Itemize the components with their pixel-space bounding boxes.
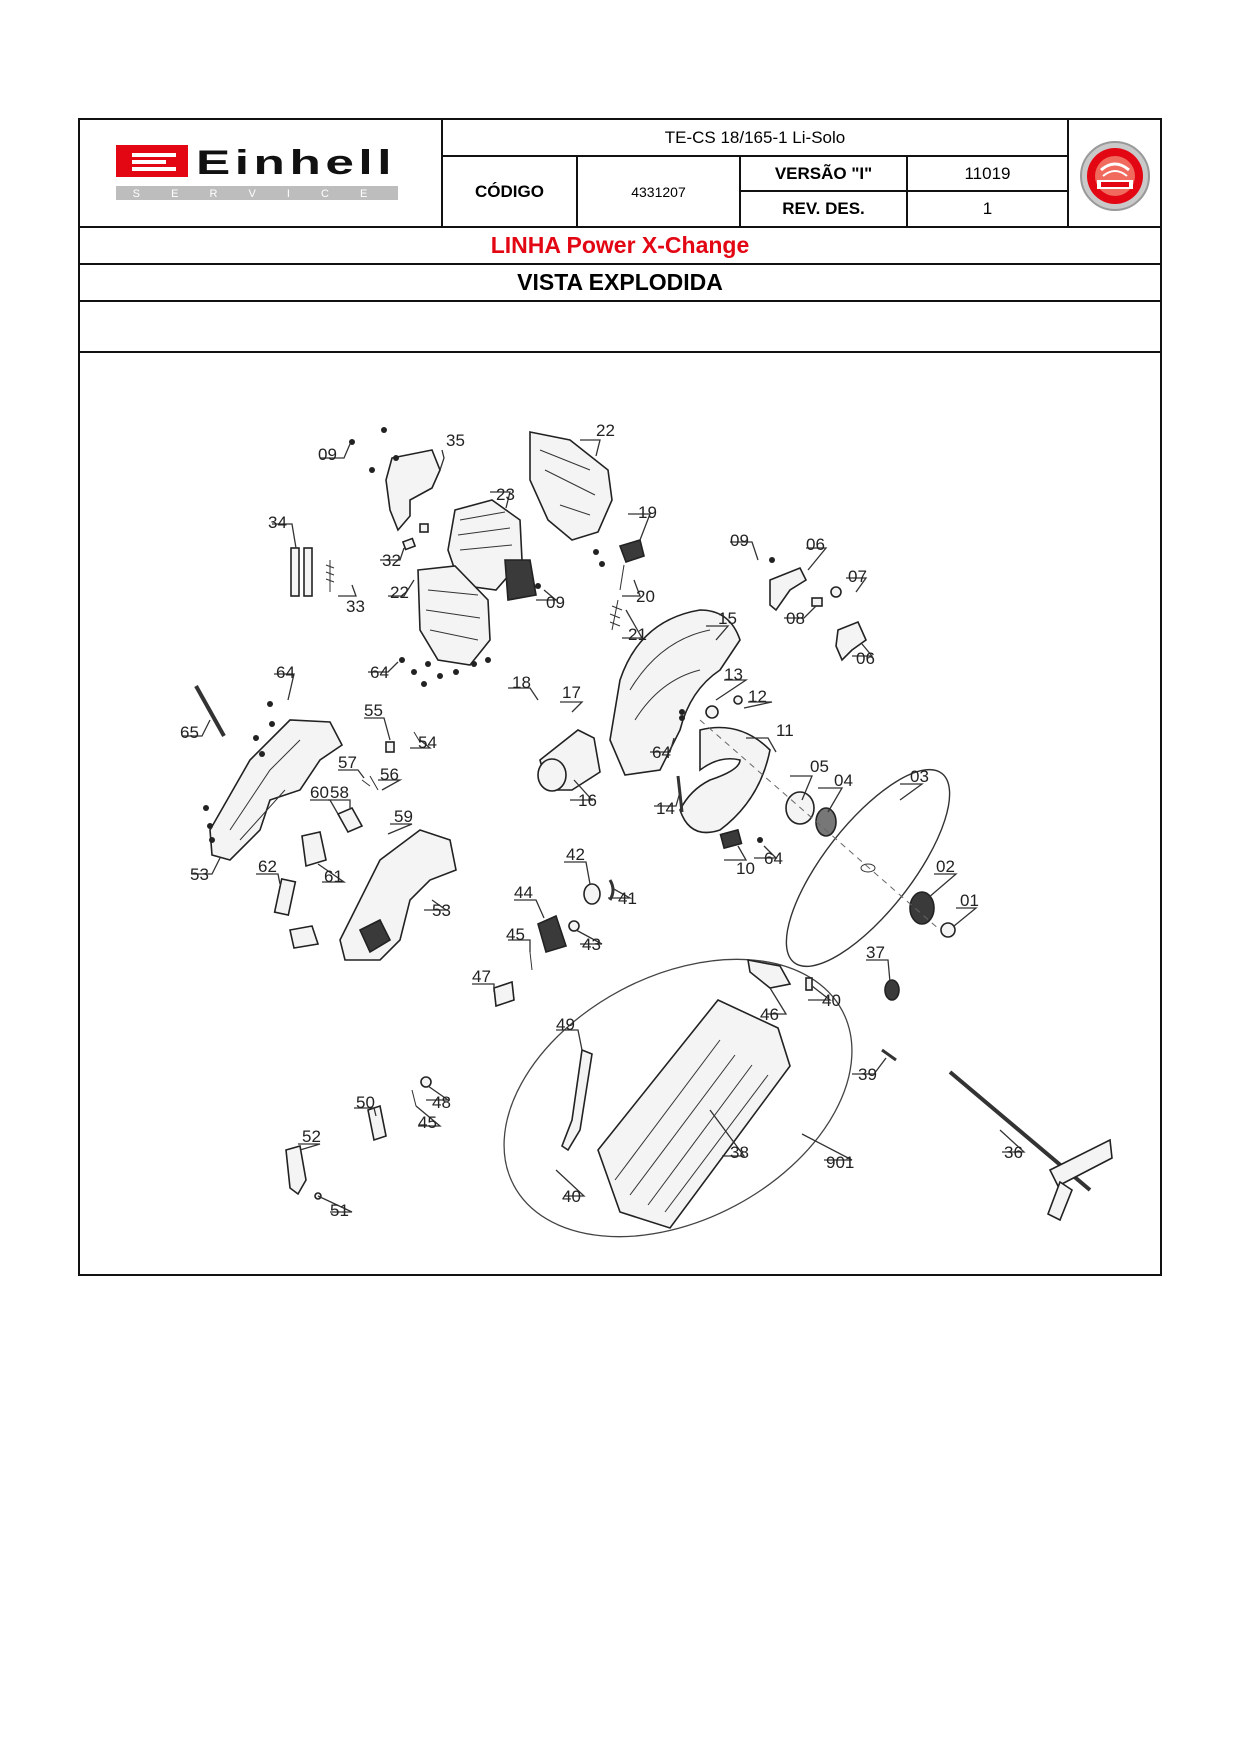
- svg-text:50: 50: [356, 1093, 375, 1112]
- svg-text:06: 06: [806, 535, 825, 554]
- svg-text:64: 64: [652, 743, 671, 762]
- svg-text:58: 58: [330, 783, 349, 802]
- svg-text:17: 17: [562, 683, 581, 702]
- svg-text:32: 32: [382, 551, 401, 570]
- rev-value: 1: [982, 199, 993, 218]
- svg-text:16: 16: [578, 791, 597, 810]
- svg-text:47: 47: [472, 967, 491, 986]
- svg-text:64: 64: [764, 849, 783, 868]
- svg-text:54: 54: [418, 733, 437, 752]
- versao-value: 11019: [964, 163, 1011, 183]
- svg-text:64: 64: [370, 663, 389, 682]
- svg-text:45: 45: [418, 1113, 437, 1132]
- svg-text:38: 38: [730, 1143, 749, 1162]
- svg-text:02: 02: [936, 857, 955, 876]
- svg-text:59: 59: [394, 807, 413, 826]
- svg-text:52: 52: [302, 1127, 321, 1146]
- svg-text:05: 05: [810, 757, 829, 776]
- svg-text:09: 09: [546, 593, 565, 612]
- svg-text:37: 37: [866, 943, 885, 962]
- svg-text:03: 03: [910, 767, 929, 786]
- svg-text:09: 09: [318, 445, 337, 464]
- svg-text:19: 19: [638, 503, 657, 522]
- svg-text:Einhell: Einhell: [196, 144, 396, 182]
- versao-label: VERSÃO "I": [774, 163, 873, 183]
- svg-text:57: 57: [338, 753, 357, 772]
- divider: [1067, 118, 1069, 226]
- svg-text:35: 35: [446, 431, 465, 450]
- svg-text:01: 01: [960, 891, 979, 910]
- product-line-title: LINHA Power X-Change: [490, 232, 750, 258]
- svg-text:51: 51: [330, 1201, 349, 1220]
- rev-label: REV. DES.: [782, 199, 865, 218]
- svg-text:36: 36: [1004, 1143, 1023, 1162]
- section-title: VISTA EXPLODIDA: [517, 269, 723, 295]
- svg-text:34: 34: [268, 513, 287, 532]
- divider: [576, 155, 578, 226]
- svg-text:08: 08: [786, 609, 805, 628]
- svg-text:07: 07: [848, 567, 867, 586]
- svg-text:10: 10: [736, 859, 755, 878]
- svg-text:13: 13: [724, 665, 743, 684]
- svg-text:41: 41: [618, 889, 637, 908]
- svg-text:61: 61: [324, 867, 343, 886]
- divider: [906, 155, 908, 226]
- einhell-service-logo: Einhell S E R V I C E: [116, 143, 398, 203]
- svg-text:55: 55: [364, 701, 383, 720]
- svg-text:49: 49: [556, 1015, 575, 1034]
- svg-text:S E R V I C E: S E R V I C E: [133, 188, 382, 200]
- svg-text:22: 22: [390, 583, 409, 602]
- codigo-label: CÓDIGO: [475, 181, 544, 201]
- svg-text:44: 44: [514, 883, 533, 902]
- svg-text:42: 42: [566, 845, 585, 864]
- svg-text:46: 46: [760, 1005, 779, 1024]
- svg-text:09: 09: [730, 531, 749, 550]
- svg-text:22: 22: [596, 421, 615, 440]
- codigo-value: 4331207: [631, 183, 686, 200]
- svg-text:48: 48: [432, 1093, 451, 1112]
- svg-text:40: 40: [562, 1187, 581, 1206]
- svg-text:901: 901: [826, 1153, 854, 1172]
- divider: [442, 155, 1068, 157]
- svg-text:18: 18: [512, 673, 531, 692]
- svg-text:43: 43: [582, 935, 601, 954]
- svg-text:23: 23: [496, 485, 515, 504]
- svg-text:21: 21: [628, 625, 647, 644]
- svg-text:12: 12: [748, 687, 767, 706]
- svg-text:06: 06: [856, 649, 875, 668]
- divider: [78, 300, 1162, 302]
- divider: [78, 351, 1162, 353]
- svg-text:62: 62: [258, 857, 277, 876]
- document-frame: [78, 118, 1162, 1276]
- svg-text:15: 15: [718, 609, 737, 628]
- divider: [739, 155, 741, 226]
- svg-text:40: 40: [822, 991, 841, 1010]
- divider: [441, 118, 443, 226]
- svg-text:45: 45: [506, 925, 525, 944]
- authorized-service-seal: [1075, 140, 1155, 212]
- svg-text:65: 65: [180, 723, 199, 742]
- svg-text:56: 56: [380, 765, 399, 784]
- divider: [78, 226, 1162, 228]
- divider: [78, 263, 1162, 265]
- svg-text:53: 53: [432, 901, 451, 920]
- svg-text:20: 20: [636, 587, 655, 606]
- divider: [740, 190, 1068, 192]
- svg-text:53: 53: [190, 865, 209, 884]
- svg-text:33: 33: [346, 597, 365, 616]
- svg-text:04: 04: [834, 771, 853, 790]
- svg-text:39: 39: [858, 1065, 877, 1084]
- model-name: TE-CS 18/165-1 Li-Solo: [664, 127, 846, 147]
- svg-text:64: 64: [276, 663, 295, 682]
- svg-text:11: 11: [776, 721, 794, 740]
- svg-text:60: 60: [310, 783, 329, 802]
- svg-text:14: 14: [656, 799, 675, 818]
